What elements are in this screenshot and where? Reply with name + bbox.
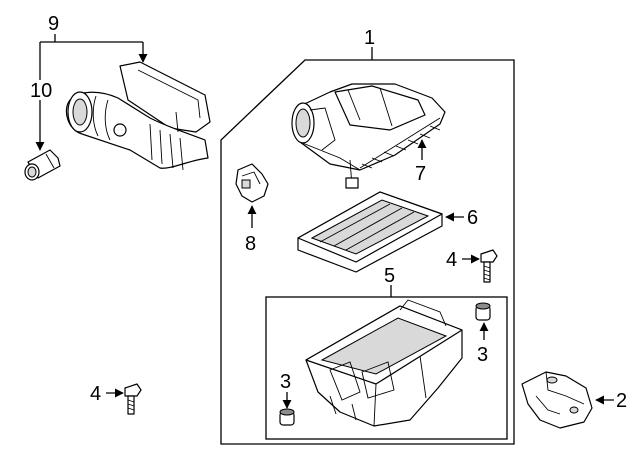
callout-5: 5: [384, 265, 395, 287]
mount-bracket-drawing: [521, 371, 593, 429]
lower-housing-drawing: [305, 299, 463, 427]
callout-7: 7: [415, 163, 426, 185]
callout-6: 6: [467, 207, 478, 229]
callout-4a: 4: [446, 249, 457, 271]
sensor-drawing: [24, 149, 61, 181]
callout-3b: 3: [477, 344, 488, 366]
assembly-outline: [220, 59, 515, 445]
callout-1: 1: [364, 27, 375, 49]
air-filter-drawing: [297, 191, 443, 273]
callout-10: 10: [30, 80, 52, 102]
small-sensor-drawing: [235, 163, 269, 203]
grommet-right-drawing: [475, 302, 491, 321]
callout-4b: 4: [90, 383, 101, 405]
grommet-left-drawing: [279, 408, 295, 426]
bracket-9-10: [35, 34, 148, 151]
bolt-upper-drawing: [480, 249, 498, 283]
callout-9: 9: [48, 13, 59, 35]
callout-2: 2: [616, 390, 627, 412]
lower-box-outline: [265, 296, 508, 440]
callout-3a: 3: [280, 371, 291, 393]
upper-housing-drawing: [291, 83, 446, 189]
inlet-duct-drawing: [65, 61, 211, 171]
callout-8: 8: [245, 233, 256, 255]
bolt-lower-drawing: [124, 383, 142, 415]
